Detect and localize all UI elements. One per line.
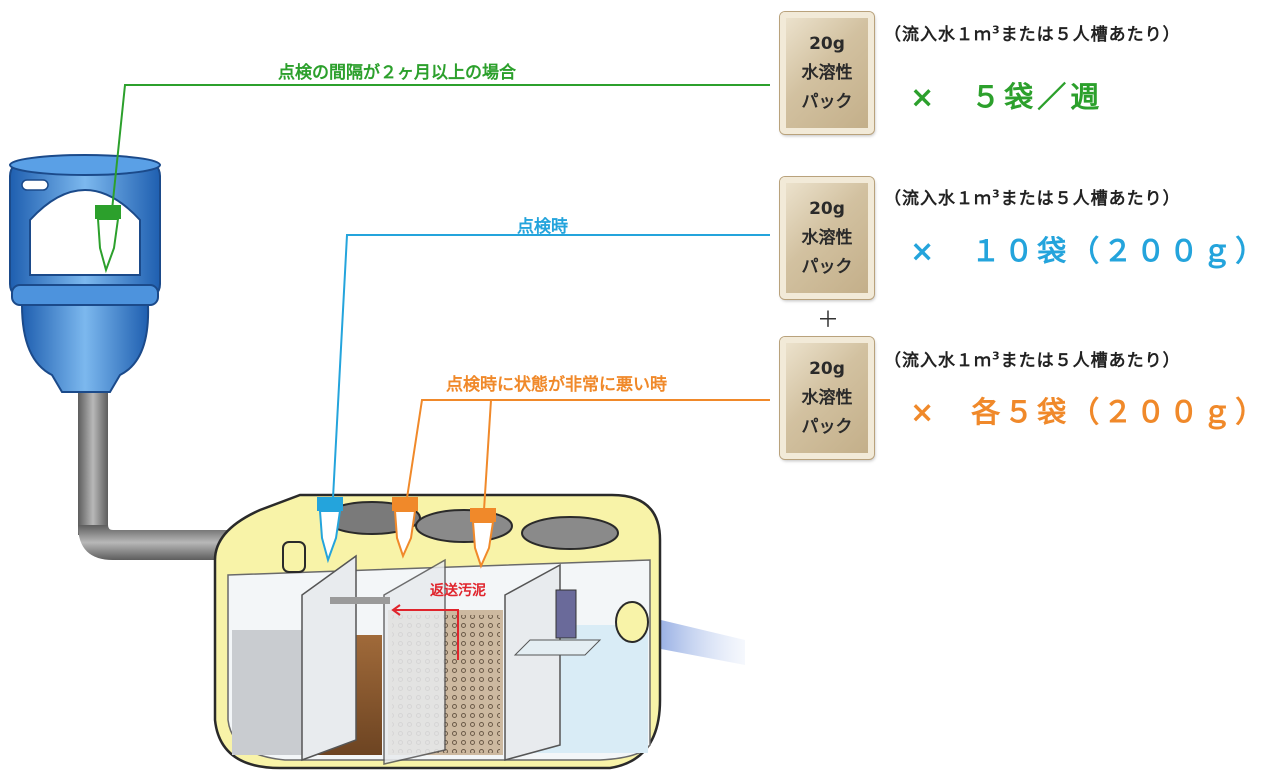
pack-form: パック bbox=[801, 256, 853, 277]
label-interval-over-two-months: 点検の間隔が２ヶ月以上の場合 bbox=[278, 63, 516, 83]
outflow-water-icon bbox=[640, 615, 745, 665]
dosage-condition: （流入水１ｍ3または５人槽あたり） bbox=[884, 23, 1181, 45]
pointing-hand-icon bbox=[392, 497, 418, 559]
pack-weight: 20g bbox=[809, 358, 845, 379]
pack-form: パック bbox=[801, 416, 853, 437]
dosage-condition: （流入水１ｍ3または５人槽あたり） bbox=[884, 187, 1181, 209]
blue-leader-line bbox=[332, 234, 770, 499]
septic-tank-icon bbox=[213, 493, 662, 770]
pack-form: パック bbox=[801, 91, 853, 112]
orange-leader-line bbox=[406, 399, 770, 511]
label-very-bad-condition: 点検時に状態が非常に悪い時 bbox=[446, 375, 667, 395]
label-return-sludge: 返送汚泥 bbox=[430, 583, 486, 599]
pack-weight: 20g bbox=[809, 198, 845, 219]
pointing-hand-icon bbox=[470, 508, 496, 569]
label-at-inspection: 点検時 bbox=[517, 217, 568, 237]
dosage-five-bags-each: × 各５袋（２００ｇ） bbox=[910, 395, 1261, 429]
plus-sign: ＋ bbox=[817, 308, 840, 333]
pack-type: 水溶性 bbox=[801, 227, 853, 248]
toilet-icon bbox=[9, 154, 161, 393]
pointing-hand-icon bbox=[317, 497, 343, 564]
drain-pipe bbox=[78, 385, 250, 560]
green-leader-line bbox=[111, 84, 770, 211]
pointing-hand-icon bbox=[95, 205, 121, 274]
pack-icon: 20g 水溶性 パック bbox=[780, 337, 874, 459]
pack-icon: 20g 水溶性 パック bbox=[780, 177, 874, 299]
pack-weight: 20g bbox=[809, 33, 845, 54]
pack-icon: 20g 水溶性 パック bbox=[780, 12, 874, 134]
pack-type: 水溶性 bbox=[801, 387, 853, 408]
pack-type: 水溶性 bbox=[801, 62, 853, 83]
dosage-weekly-five-bags: × ５袋／週 bbox=[910, 80, 1104, 114]
dosage-ten-bags: × １０袋（２００ｇ） bbox=[910, 234, 1261, 268]
dosage-condition: （流入水１ｍ3または５人槽あたり） bbox=[884, 349, 1181, 371]
